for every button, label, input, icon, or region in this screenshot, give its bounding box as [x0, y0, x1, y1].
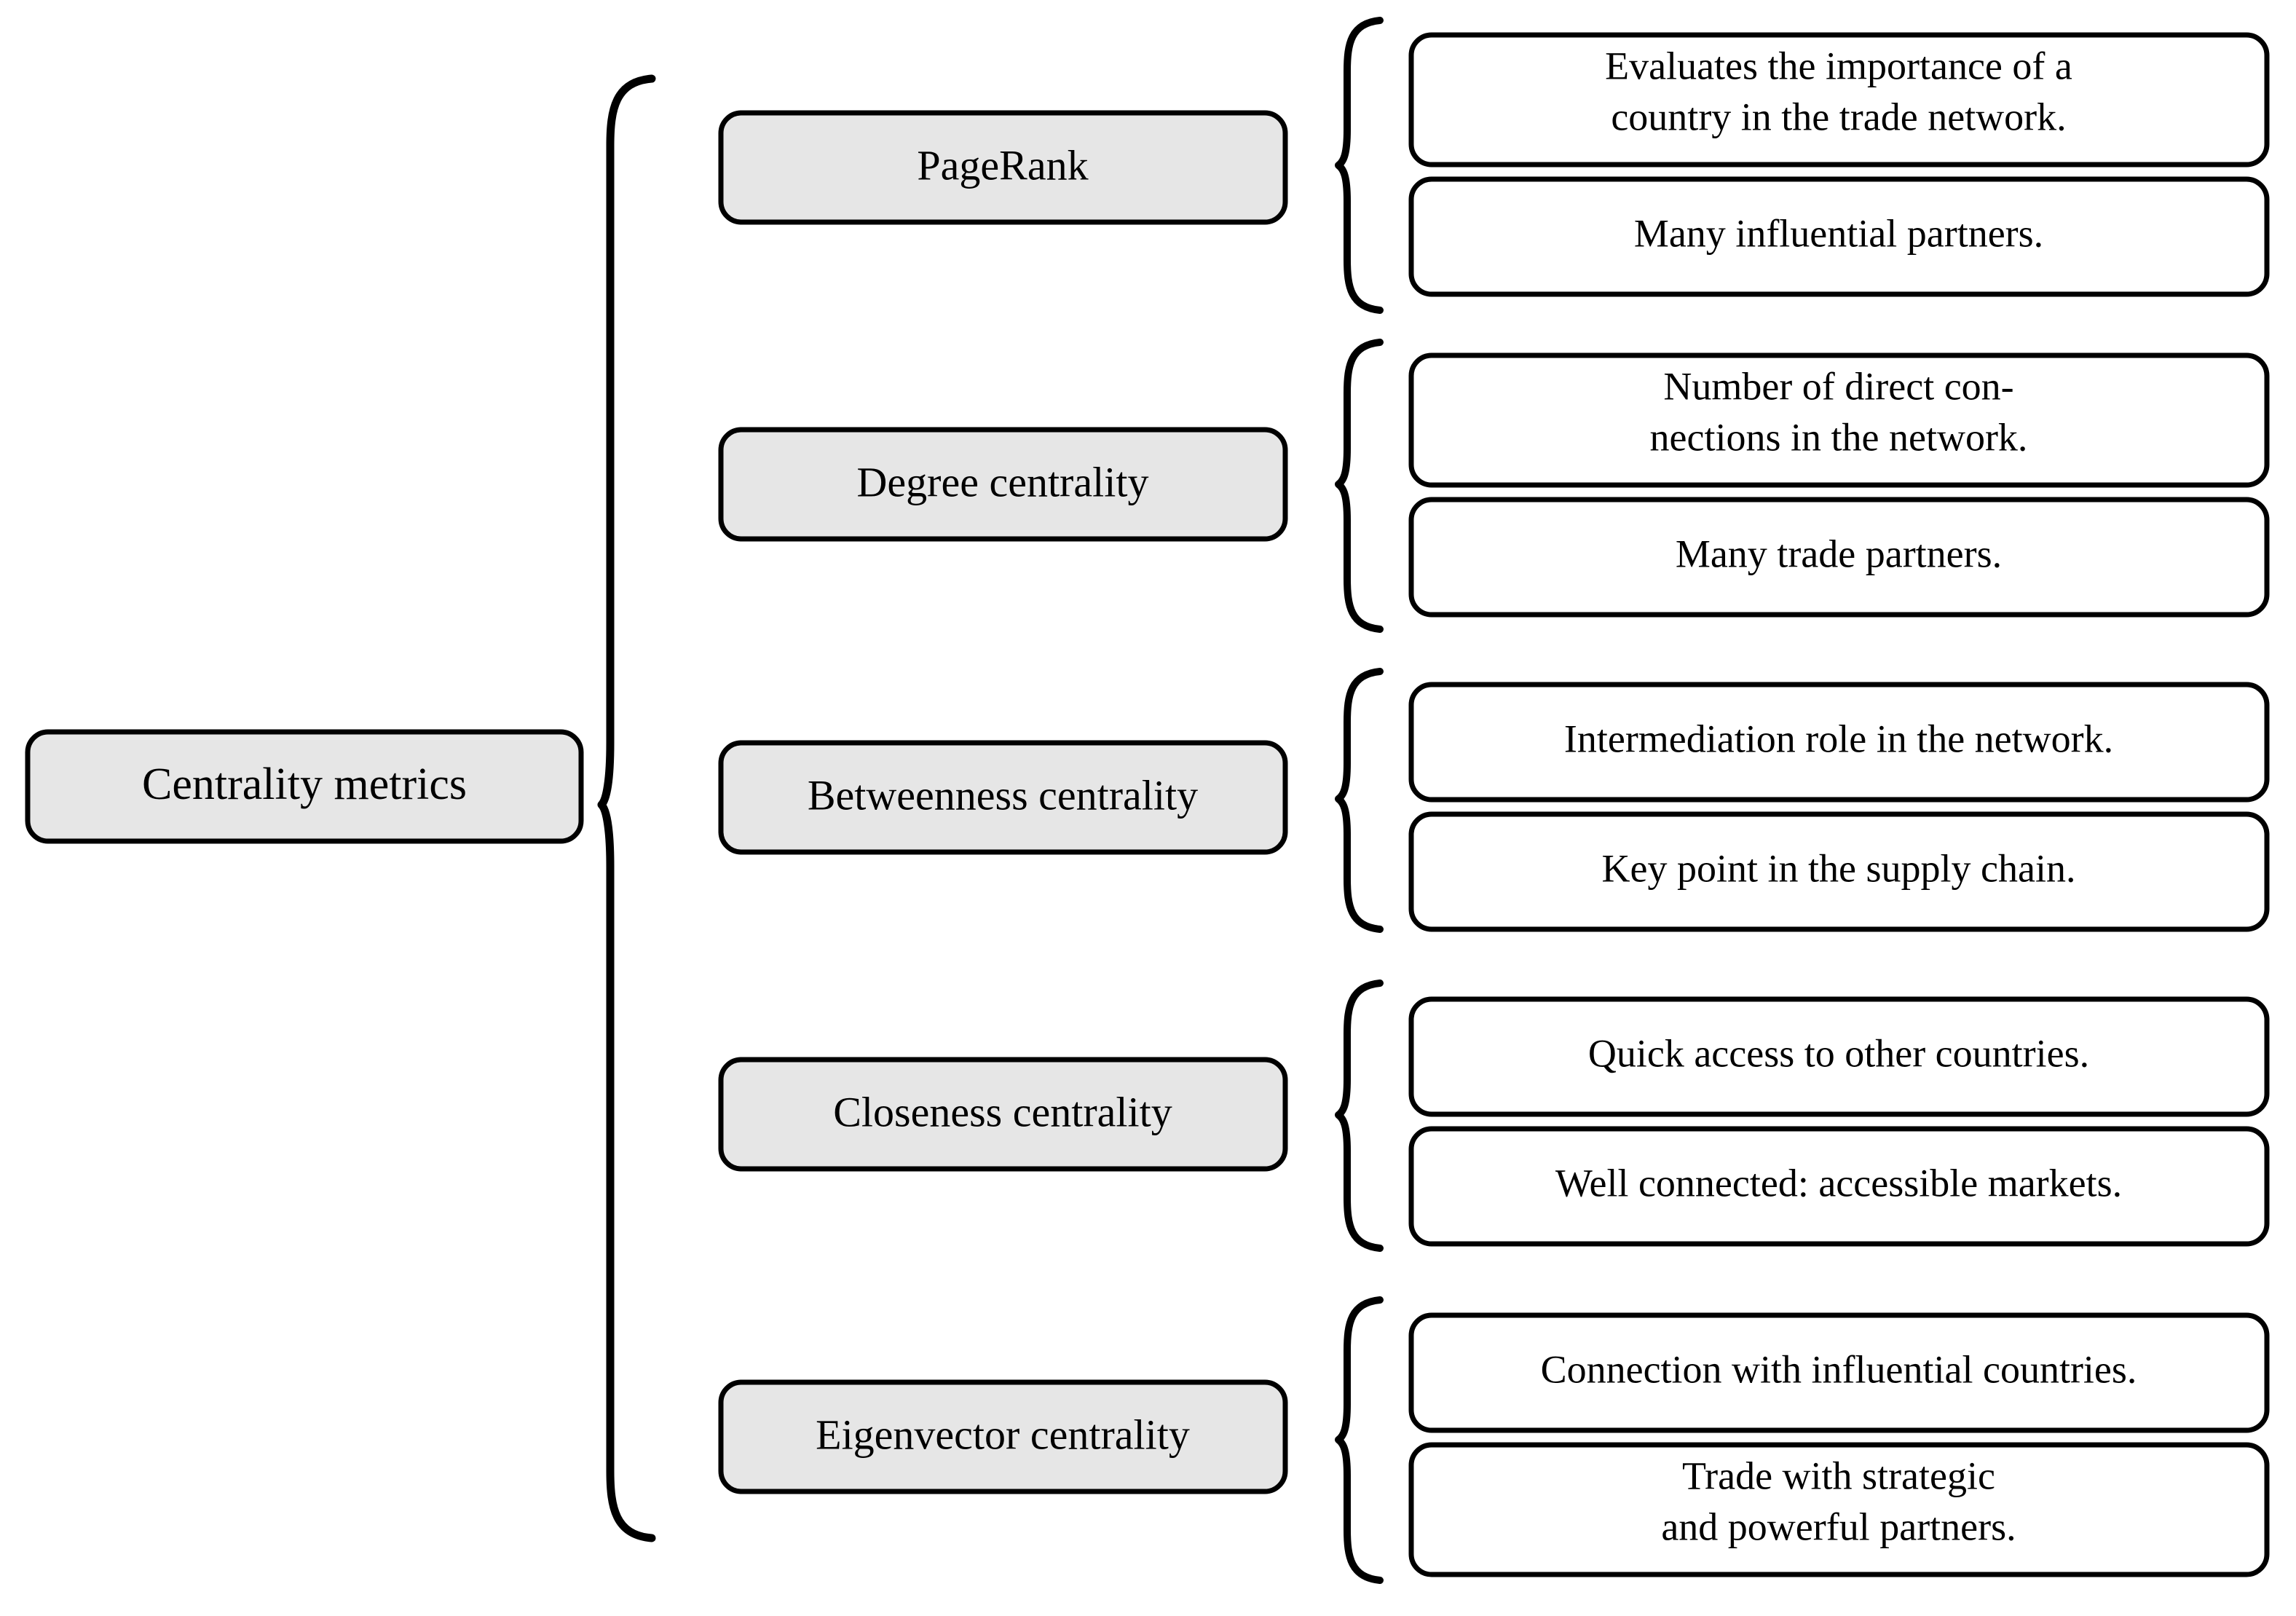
root-node-box[interactable]	[25, 729, 584, 844]
metric-node-label-closeness: Closeness centrality	[833, 1088, 1172, 1135]
root-node-label: Centrality metrics	[142, 760, 467, 809]
branch-brace-eigenvector	[1335, 1296, 1384, 1584]
desc-text-pagerank-2-line1: Many influential partners.	[1634, 211, 2043, 255]
desc-text-eigenvector-2-line1: Trade with strategic	[1682, 1454, 1995, 1497]
branch-eigenvector-centrality: Eigenvector centrality Connection with i…	[718, 1296, 2270, 1584]
desc-box-degree-2[interactable]	[1408, 497, 2270, 618]
metric-node-box-pagerank[interactable]	[718, 110, 1288, 225]
metric-node-box-degree[interactable]	[718, 427, 1288, 542]
desc-box-closeness-2[interactable]	[1408, 1126, 2270, 1247]
desc-text-degree-1-line1: Number of direct con-	[1663, 364, 2013, 408]
desc-box-pagerank-1[interactable]	[1408, 32, 2270, 167]
branch-brace-pagerank	[1335, 17, 1384, 314]
root-node[interactable]: Centrality metrics	[25, 729, 584, 844]
desc-text-degree-2-line1: Many trade partners.	[1676, 532, 2002, 575]
desc-text-closeness-1-line1: Quick access to other countries.	[1588, 1031, 2089, 1075]
desc-box-eigenvector-1[interactable]	[1408, 1312, 2270, 1433]
branch-closeness-centrality: Closeness centrality Quick access to oth…	[718, 980, 2270, 1252]
desc-box-betweenness-1[interactable]	[1408, 682, 2270, 803]
metric-node-label-eigenvector: Eigenvector centrality	[816, 1411, 1190, 1458]
desc-text-betweenness-2-line1: Key point in the supply chain.	[1602, 846, 2076, 890]
main-brace	[597, 74, 656, 1542]
desc-text-pagerank-1-line2: country in the trade network.	[1611, 95, 2066, 138]
branch-pagerank: PageRank Evaluates the importance of a c…	[718, 17, 2270, 314]
desc-text-closeness-2-line1: Well connected: accessible markets.	[1555, 1161, 2122, 1205]
desc-box-betweenness-2[interactable]	[1408, 811, 2270, 932]
metric-node-box-betweenness[interactable]	[718, 740, 1288, 855]
branch-brace-closeness	[1335, 980, 1384, 1252]
metric-node-label-degree: Degree centrality	[857, 458, 1149, 505]
branch-brace-betweenness	[1335, 668, 1384, 933]
desc-box-eigenvector-2[interactable]	[1408, 1442, 2270, 1577]
desc-box-pagerank-2[interactable]	[1408, 176, 2270, 297]
branch-brace-degree	[1335, 339, 1384, 633]
main-brace-path	[597, 74, 656, 1542]
metric-node-label-pagerank: PageRank	[917, 141, 1088, 189]
desc-text-degree-1-line2: nections in the network.	[1650, 415, 2028, 459]
desc-text-pagerank-1-line1: Evaluates the importance of a	[1605, 44, 2072, 87]
desc-text-betweenness-1-line1: Intermediation role in the network.	[1564, 717, 2113, 760]
metric-node-box-closeness[interactable]	[718, 1057, 1288, 1172]
branch-betweenness-centrality: Betweenness centrality Intermediation ro…	[718, 668, 2270, 933]
desc-text-eigenvector-1-line1: Connection with influential countries.	[1541, 1347, 2137, 1391]
branch-degree-centrality: Degree centrality Number of direct con- …	[718, 339, 2270, 633]
desc-text-eigenvector-2-line2: and powerful partners.	[1661, 1505, 2016, 1548]
metric-node-label-betweenness: Betweenness centrality	[808, 771, 1198, 819]
desc-box-closeness-1[interactable]	[1408, 996, 2270, 1117]
desc-box-degree-1[interactable]	[1408, 352, 2270, 488]
metric-node-box-eigenvector[interactable]	[718, 1379, 1288, 1494]
